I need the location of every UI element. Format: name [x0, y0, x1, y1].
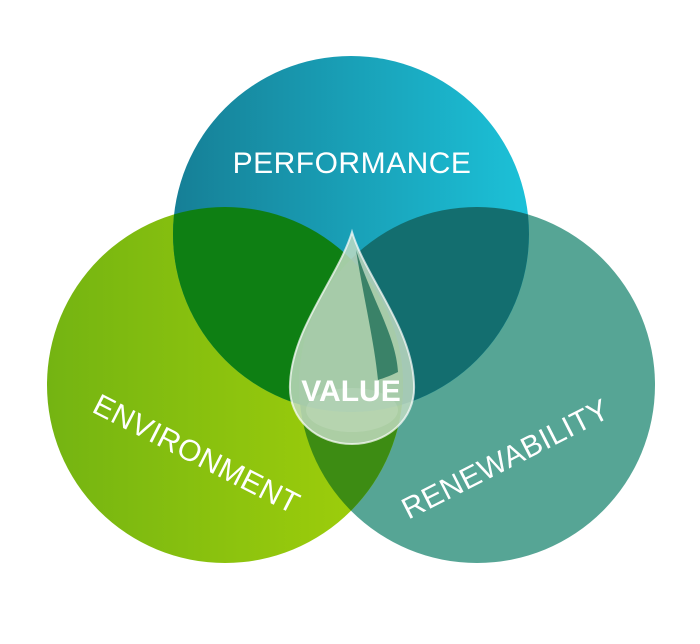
value-drop-icon: [288, 228, 416, 446]
performance-label: PERFORMANCE: [233, 147, 472, 180]
value-label: VALUE: [301, 375, 400, 408]
